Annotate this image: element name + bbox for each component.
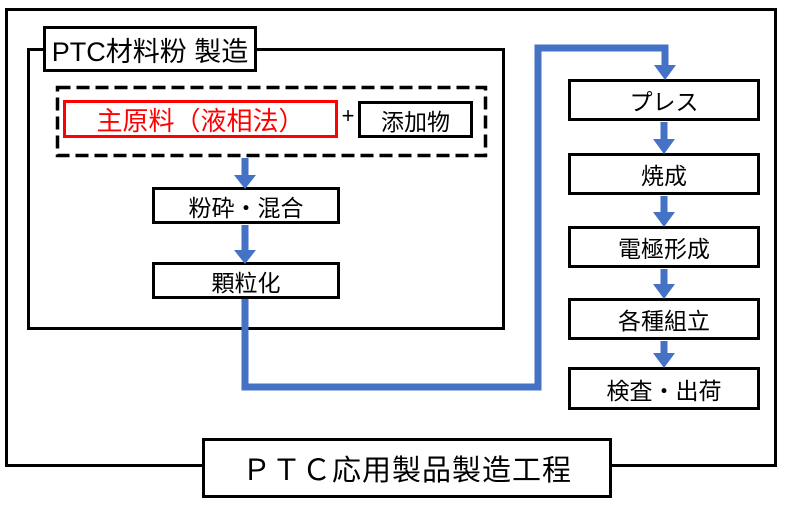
step-inspection-shipping: 検査・出荷 [568, 367, 760, 410]
step-electrode-forming: 電極形成 [568, 226, 760, 268]
additive-box: 添加物 [358, 101, 473, 138]
step-press: プレス [568, 79, 760, 121]
step-assembly: 各種組立 [568, 298, 760, 340]
process-title: ＰＴＣ応用製品製造工程 [202, 438, 612, 498]
step-granulation: 顆粒化 [152, 262, 340, 299]
powder-section-label: PTC材料粉 製造 [43, 26, 257, 72]
main-material-box: 主原料（液相法） [63, 100, 338, 138]
plus-sign: + [341, 103, 355, 128]
step-sintering: 焼成 [568, 153, 760, 195]
step-grinding-mixing: 粉砕・混合 [152, 187, 340, 224]
